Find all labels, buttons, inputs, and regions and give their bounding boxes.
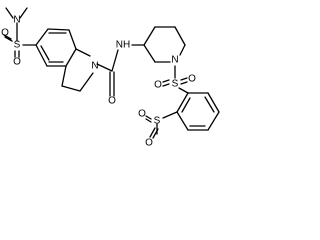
bond-s-aryl2 xyxy=(178,87,189,94)
bond-benz-4 xyxy=(65,48,77,67)
bond-s3-o-bottom xyxy=(149,127,156,138)
atom-n-piperidine: N xyxy=(171,55,178,66)
bond-aryl-s3 xyxy=(162,111,178,119)
bond-so-left-2 xyxy=(162,83,170,87)
atom-labels: N S O O N O NH N S O O S O O xyxy=(1,15,196,149)
bond-benz-6 xyxy=(35,44,48,67)
atom-s-sulfonyl: S xyxy=(172,79,179,90)
atom-s-sulfonamide: S xyxy=(14,40,21,51)
bond-ar-2-inner xyxy=(204,96,215,113)
bond-so-left xyxy=(162,79,170,83)
atom-o-sulfonyl-right: O xyxy=(188,74,196,85)
atom-o-methylsulfonyl-bottom: O xyxy=(145,138,153,149)
atom-n-dimethyl: N xyxy=(13,15,20,26)
atom-o-amide: O xyxy=(108,96,116,107)
bond-benz-6-inner xyxy=(40,45,50,61)
atom-nh-amide: NH xyxy=(116,40,130,51)
bond-s3-o-left xyxy=(145,115,152,120)
bond-benz-2 xyxy=(47,28,70,31)
bond-five-4 xyxy=(61,65,67,87)
bond-methyl-right xyxy=(19,7,28,19)
bond-n-carbonyl xyxy=(96,63,113,72)
bond-s3-o-bottom-2 xyxy=(152,128,159,139)
bond-five-3 xyxy=(61,85,81,92)
atom-o-sulfonamide-top: O xyxy=(1,28,9,39)
bond-s3-o-left-2 xyxy=(145,118,152,123)
atom-s-methylsulfonyl: S xyxy=(154,116,161,127)
bond-s-o-top-2 xyxy=(4,36,13,42)
bond-c-nh xyxy=(111,49,119,72)
bond-ar-3 xyxy=(207,111,220,131)
bond-pip-6 xyxy=(143,44,156,63)
bond-ar-6 xyxy=(176,92,189,113)
bond-benz-3 xyxy=(68,29,77,50)
bonds xyxy=(3,7,220,139)
bond-so-right-2 xyxy=(180,81,188,85)
atom-n-indoline: N xyxy=(91,61,98,72)
bond-methyl-left xyxy=(5,7,14,19)
bond-ar-5 xyxy=(176,111,189,131)
bond-ar-2 xyxy=(207,92,220,113)
bond-pip-1 xyxy=(143,26,156,46)
bond-ar-6-inner xyxy=(181,97,191,113)
atom-o-methylsulfonyl-left: O xyxy=(138,109,146,120)
molecule-diagram: N S O O N O NH N S O O S O O xyxy=(1,7,220,149)
bond-five-1 xyxy=(75,48,91,57)
bond-pip-3 xyxy=(174,26,186,46)
bond-so-right xyxy=(180,77,188,81)
atom-o-sulfonyl-left: O xyxy=(154,80,162,91)
bond-five-2 xyxy=(79,72,94,92)
chemical-structure-canvas: N S O O N O NH N S O O S O O xyxy=(0,0,237,154)
bond-s-o-top xyxy=(3,34,12,40)
bond-pip-4 xyxy=(179,44,186,56)
atom-o-sulfonamide-bottom: O xyxy=(13,57,21,68)
bond-benz-1 xyxy=(35,28,49,46)
